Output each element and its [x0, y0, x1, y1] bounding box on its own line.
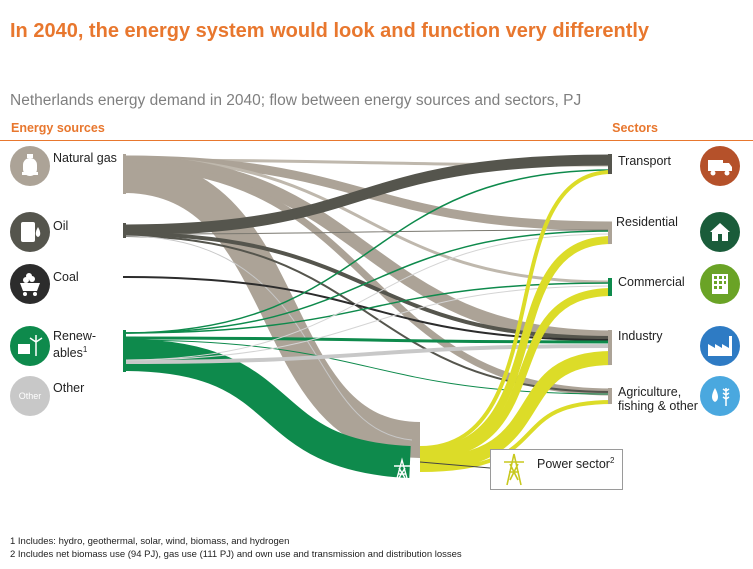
factory-icon	[700, 326, 740, 366]
sector-label-agriculture: Agriculture, fishing & other	[618, 385, 698, 413]
flow-oil-transport	[122, 154, 613, 236]
sector-bar-agriculture	[608, 388, 612, 404]
sector-bar-transport	[608, 154, 612, 174]
truck-icon	[700, 146, 740, 186]
renewables-line2: ables	[53, 346, 83, 361]
source-label-oil: Oil	[53, 219, 69, 233]
pylon-icon	[499, 452, 529, 491]
flow-renew-agriculture	[122, 339, 613, 395]
office-building-icon	[700, 264, 740, 304]
footnote-1: 1 Includes: hydro, geothermal, solar, wi…	[10, 536, 290, 547]
house-icon	[700, 212, 740, 252]
source-label-natural-gas: Natural gas	[53, 151, 117, 165]
flow-gas-power	[122, 157, 421, 458]
source-label-other: Other	[53, 381, 85, 395]
flow-power-residential	[419, 236, 613, 456]
flow-power-commercial	[419, 288, 613, 460]
sector-bar-residential	[608, 222, 612, 244]
sources-header: Energy sources	[11, 121, 105, 135]
renewables-footnote-ref: 1	[82, 345, 88, 354]
power-sector-text: Power sector	[537, 457, 610, 472]
oil-drop-icon	[10, 212, 50, 252]
sector-label-transport: Transport	[618, 154, 672, 168]
sector-label-commercial: Commercial	[618, 275, 685, 289]
page-title: In 2040, the energy system would look an…	[10, 20, 650, 42]
sector-label-residential: Residential	[616, 215, 678, 229]
other-text-icon: Other	[10, 376, 50, 416]
flow-power-industry	[419, 351, 613, 471]
source-bar-oil	[123, 223, 126, 238]
svg-text:Other: Other	[19, 391, 42, 401]
source-label-coal: Coal	[53, 270, 79, 284]
flow-renew-commercial	[122, 282, 613, 334]
coal-cart-icon	[10, 264, 50, 304]
sectors-header: Sectors	[612, 121, 658, 135]
source-label-renewables: Renew- ables1	[53, 329, 96, 360]
source-bar-renewables	[123, 330, 126, 372]
source-bar-gas	[123, 154, 126, 194]
flow-power-agriculture	[419, 400, 613, 472]
renewables-line1: Renew-	[53, 329, 97, 343]
flow-oil-industry	[122, 232, 613, 340]
water-wheat-icon	[700, 376, 740, 416]
flow-gas-commercial	[122, 156, 613, 284]
power-footnote-ref: 2	[609, 456, 615, 465]
power-node-pylon-icon	[394, 457, 410, 483]
flow-oil-residential	[122, 229, 613, 235]
flow-other-commercial	[122, 285, 613, 361]
flow-power-transport	[419, 170, 613, 450]
flow-other-residential	[122, 233, 613, 361]
flow-oil-power	[122, 235, 413, 441]
solar-wind-icon	[10, 326, 50, 366]
flow-renew-residential	[122, 230, 613, 334]
sector-bar-commercial	[608, 278, 612, 296]
footnote-2: 2 Includes net biomass use (94 PJ), gas …	[10, 549, 462, 560]
agriculture-line1: Agriculture,	[618, 385, 682, 399]
sector-label-industry: Industry	[618, 329, 663, 343]
chart-subtitle: Netherlands energy demand in 2040; flow …	[10, 92, 582, 109]
sector-bar-industry	[608, 330, 612, 365]
power-sector-label: Power sector2	[537, 456, 614, 471]
gas-tank-icon	[10, 146, 50, 186]
flow-renew-transport	[122, 169, 613, 334]
power-sector-box: Power sector2	[490, 449, 623, 490]
header-divider	[0, 140, 753, 141]
agriculture-line2: fishing & other	[618, 399, 698, 413]
